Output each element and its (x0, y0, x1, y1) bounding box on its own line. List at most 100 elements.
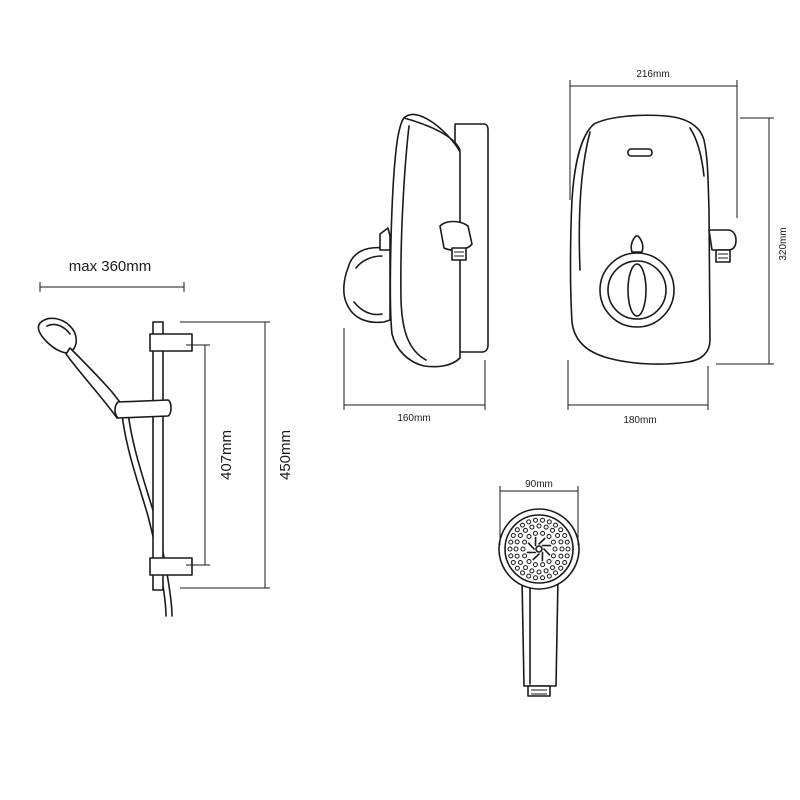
rail-height-dimension: 450mm (180, 321, 294, 589)
spray-nozzle (540, 575, 545, 581)
spray-nozzle (558, 539, 564, 545)
spray-nozzle (550, 539, 556, 545)
side-body (389, 113, 461, 368)
spray-nozzle (508, 539, 514, 545)
spray-nozzle (529, 524, 535, 530)
width-bottom-dimension: 180mm (567, 360, 709, 426)
spray-nozzle (546, 559, 552, 564)
unit-side-view: 160mm (343, 113, 489, 424)
height-label: 320mm (778, 227, 789, 260)
spray-nozzle (533, 517, 538, 523)
spray-nozzle (546, 573, 552, 579)
spray-swirl-arm (527, 542, 535, 550)
handset-diameter-label: 90mm (525, 479, 553, 490)
spray-nozzle (523, 527, 528, 533)
spray-nozzle (526, 559, 532, 564)
spray-nozzle (564, 553, 570, 559)
spray-swirl-arm (538, 537, 546, 545)
spray-nozzle (520, 570, 525, 576)
front-outlet (708, 229, 737, 251)
spray-nozzle (550, 565, 555, 571)
riser-rail-kit: max 360mm 407mm 450m (37, 258, 294, 617)
spray-nozzle (529, 568, 535, 574)
spray-nozzle (526, 534, 532, 539)
spray-nozzle (540, 562, 546, 568)
spray-nozzle (546, 534, 552, 539)
side-outlet (439, 220, 473, 251)
rail-bottom-bracket (149, 557, 193, 576)
spray-nozzle (552, 546, 558, 552)
spray-nozzle (510, 533, 516, 538)
spray-nozzle (513, 546, 519, 552)
width-bottom-label: 180mm (623, 415, 656, 426)
spray-nozzle (523, 565, 528, 571)
spray-nozzle (508, 553, 514, 559)
handset-connector (527, 685, 551, 697)
rail-top-bracket (149, 333, 193, 352)
spray-nozzle (510, 560, 516, 565)
spray-nozzle (550, 527, 555, 533)
spray-nozzle (536, 523, 542, 529)
spray-nozzle (514, 553, 520, 559)
handset-front-view: 90mm (498, 479, 580, 697)
spray-nozzle (558, 565, 564, 571)
handset-spray-nozzles (507, 517, 571, 581)
spray-nozzle (520, 522, 525, 528)
handset-diameter-dimension: 90mm (499, 479, 579, 545)
fixing-centres-dimension: 407mm (186, 344, 235, 566)
spray-nozzle (514, 565, 520, 571)
side-back-plate (454, 123, 489, 353)
spray-nozzle (558, 553, 564, 559)
spray-nozzle (553, 570, 558, 576)
spray-nozzle (553, 522, 558, 528)
spray-nozzle (540, 517, 545, 523)
width-top-label: 216mm (636, 69, 669, 80)
spray-nozzle (564, 539, 570, 545)
spray-nozzle (558, 527, 564, 533)
width-top-dimension: 216mm (569, 69, 738, 218)
handset-handle (521, 577, 559, 687)
rail-slider (114, 399, 172, 419)
spray-nozzle (522, 539, 528, 545)
spray-nozzle (565, 546, 571, 552)
front-dial-pointer (630, 235, 644, 253)
spray-nozzle (555, 560, 561, 565)
spray-nozzle (540, 530, 546, 536)
rail-handset (37, 317, 127, 419)
spray-nozzle (522, 553, 528, 559)
spray-nozzle (555, 533, 561, 538)
rail-bar (152, 321, 164, 591)
spray-swirl-arm (532, 553, 540, 561)
height-dimension: 320mm (716, 117, 789, 365)
spray-nozzle (562, 533, 568, 538)
fixing-centres-label: 407mm (218, 430, 235, 480)
spray-nozzle (562, 560, 568, 565)
spray-nozzle (517, 533, 523, 538)
spray-swirl-arm (543, 548, 551, 556)
rail-hose-inner (127, 411, 173, 617)
spray-nozzle (520, 546, 526, 552)
spray-nozzle (517, 560, 523, 565)
spray-nozzle (514, 527, 520, 533)
front-dial-grip (627, 263, 647, 317)
unit-front-view: 216mm 180mm 320mm (567, 69, 789, 426)
rail-height-label: 450mm (277, 430, 294, 480)
front-logo-badge (627, 148, 653, 157)
depth-dimension: 160mm (343, 328, 486, 424)
spray-nozzle (559, 546, 565, 552)
depth-label: 160mm (397, 413, 430, 424)
spray-nozzle (507, 546, 513, 552)
spray-nozzle (526, 573, 532, 579)
spray-nozzle (543, 568, 549, 574)
spray-nozzle (526, 519, 532, 525)
spray-nozzle (532, 562, 538, 568)
reach-dimension-label: max 360mm (69, 258, 152, 275)
spray-nozzle (536, 569, 542, 575)
reach-dimension: max 360mm (39, 258, 185, 292)
spray-hub (535, 545, 543, 553)
spray-nozzle (533, 575, 538, 581)
spray-nozzle (546, 519, 552, 525)
spray-nozzle (514, 539, 520, 545)
spray-nozzle (532, 530, 538, 536)
